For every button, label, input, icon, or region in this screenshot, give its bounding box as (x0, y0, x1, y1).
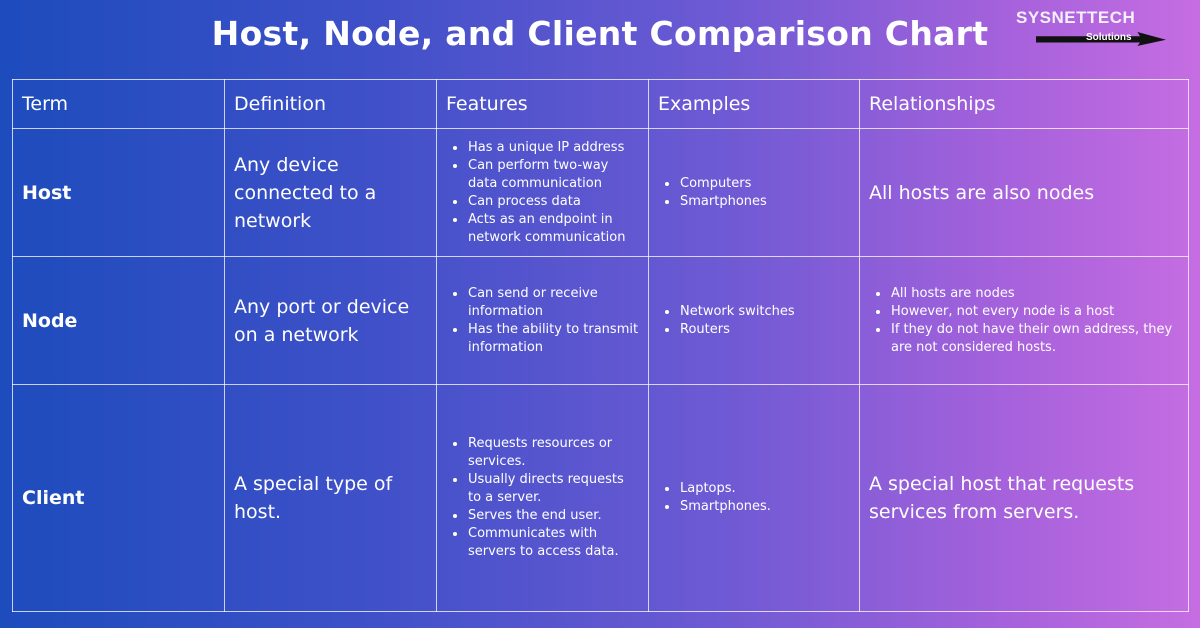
sysnettech-logo: SYSNETTECH Solutions (1014, 6, 1194, 58)
list-item: However, not every node is a host (869, 303, 1179, 321)
list-item: Smartphones (658, 193, 850, 211)
header-cell: Definition (224, 79, 437, 129)
list-item: Laptops. (658, 480, 850, 498)
list-item: Can send or receive information (446, 285, 639, 321)
table-header-row: Term Definition Features Examples Relati… (12, 79, 1189, 129)
logo-subtitle: Solutions (1086, 32, 1132, 43)
list-item: All hosts are nodes (869, 285, 1179, 303)
examples-cell: Computers Smartphones (648, 128, 860, 257)
list-item: Requests resources or services. (446, 435, 639, 471)
term-cell: Host (12, 128, 225, 257)
list-item: Can process data (446, 193, 639, 211)
header-cell: Features (436, 79, 649, 129)
features-cell: Has a unique IP address Can perform two-… (436, 128, 649, 257)
list-item: Computers (658, 175, 850, 193)
definition-cell: Any port or device on a network (224, 256, 437, 385)
definition-cell: Any device connected to a network (224, 128, 437, 257)
comparison-table: Term Definition Features Examples Relati… (12, 79, 1189, 612)
header-cell: Term (12, 79, 225, 129)
list-item: Has a unique IP address (446, 139, 639, 157)
examples-cell: Network switches Routers (648, 256, 860, 385)
table-row: Host Any device connected to a network H… (12, 128, 1189, 257)
list-item: Acts as an endpoint in network communica… (446, 211, 639, 247)
list-item: Communicates with servers to access data… (446, 525, 639, 561)
list-item: Usually directs requests to a server. (446, 471, 639, 507)
features-cell: Can send or receive information Has the … (436, 256, 649, 385)
list-item: Smartphones. (658, 498, 850, 516)
table-row: Node Any port or device on a network Can… (12, 256, 1189, 385)
features-cell: Requests resources or services. Usually … (436, 384, 649, 612)
logo-brand: SYSNETTECH (1016, 8, 1136, 27)
term-cell: Node (12, 256, 225, 385)
header-cell: Relationships (859, 79, 1189, 129)
list-item: Network switches (658, 303, 850, 321)
relationship-cell: All hosts are also nodes (859, 128, 1189, 257)
relationship-cell: All hosts are nodes However, not every n… (859, 256, 1189, 385)
list-item: Routers (658, 321, 850, 339)
list-item: If they do not have their own address, t… (869, 321, 1179, 357)
header-cell: Examples (648, 79, 860, 129)
examples-cell: Laptops. Smartphones. (648, 384, 860, 612)
list-item: Has the ability to transmit information (446, 321, 639, 357)
list-item: Can perform two-way data communication (446, 157, 639, 193)
definition-cell: A special type of host. (224, 384, 437, 612)
list-item: Serves the end user. (446, 507, 639, 525)
term-cell: Client (12, 384, 225, 612)
relationship-cell: A special host that requests services fr… (859, 384, 1189, 612)
table-row: Client A special type of host. Requests … (12, 384, 1189, 612)
page-title: Host, Node, and Client Comparison Chart (211, 14, 989, 53)
